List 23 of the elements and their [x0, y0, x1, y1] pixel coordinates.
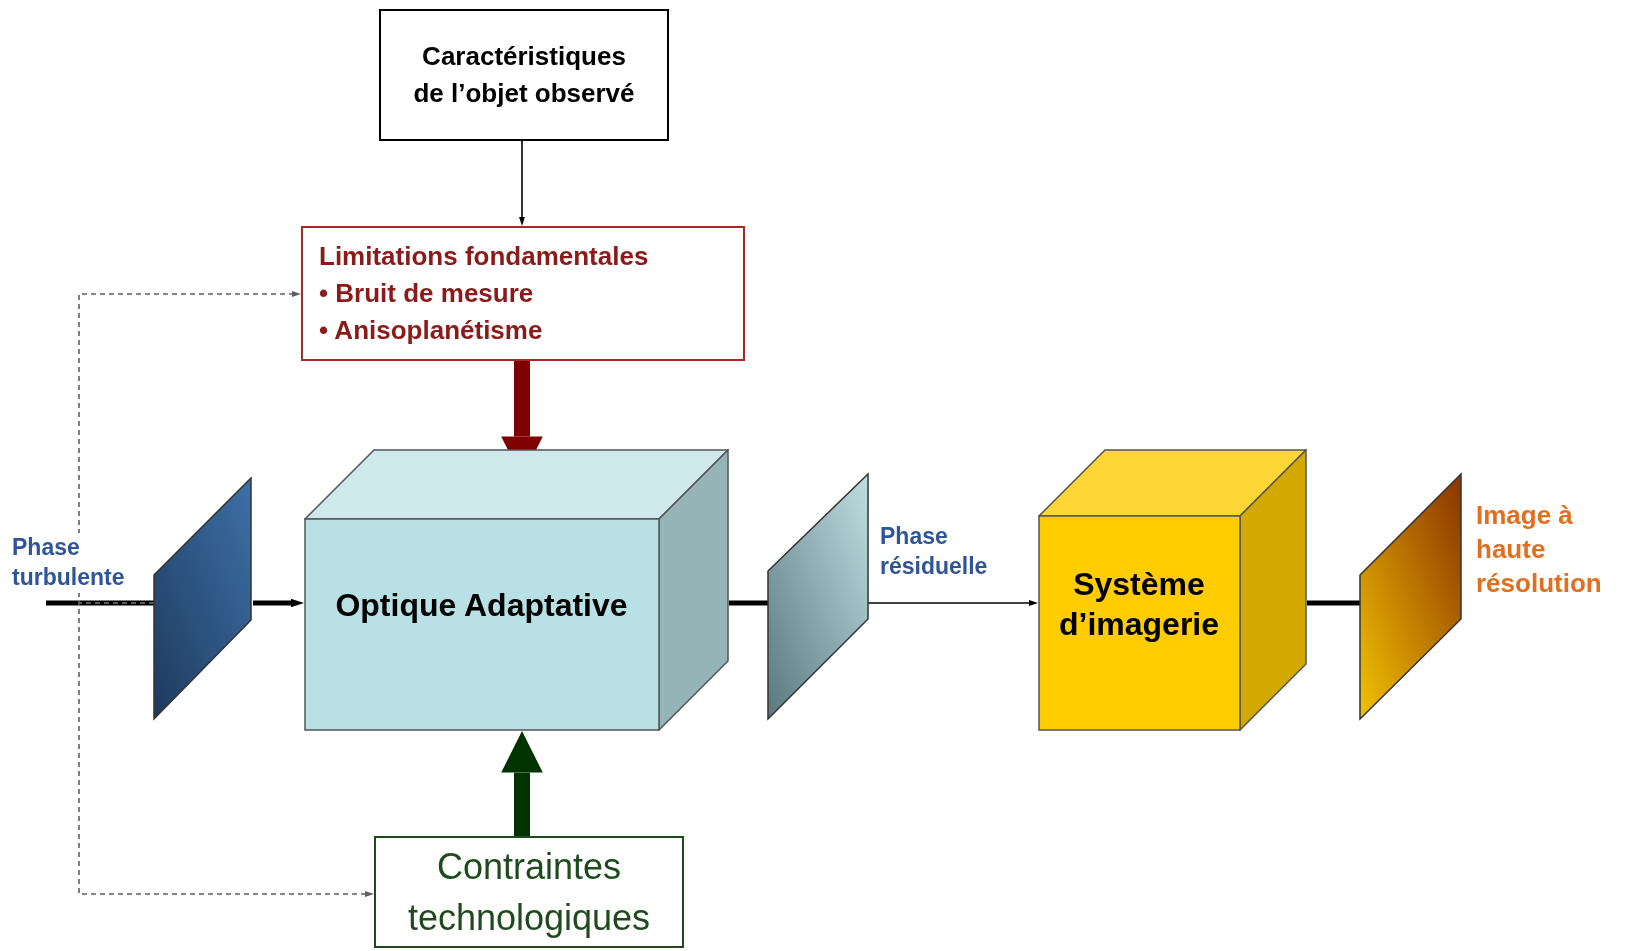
- box-title: Limitations fondamentales: [319, 240, 650, 274]
- arrow: [253, 598, 300, 608]
- plane-shape: [766, 472, 870, 722]
- info-box: [374, 836, 684, 948]
- connector-line: [1307, 600, 1360, 606]
- arrow: [78, 602, 371, 897]
- arrow: [519, 140, 525, 223]
- bullet-item: • Anisoplanétisme: [319, 313, 544, 347]
- info-box: [301, 226, 745, 361]
- connector-line: [729, 600, 768, 606]
- block-label: Optique Adaptative: [334, 586, 629, 625]
- cube-block: [1038, 449, 1307, 731]
- bullet-item: • Bruit de mesure: [319, 277, 535, 311]
- plane-shape: [1358, 472, 1463, 722]
- arrow: [78, 291, 298, 604]
- arrow: [501, 731, 543, 836]
- info-box: [379, 9, 669, 141]
- box-title: Caractéristiques de l’objet observé: [412, 40, 636, 110]
- connector-line: [46, 600, 154, 606]
- plane-shape: [150, 475, 255, 722]
- box-title: Contraintes technologiques: [406, 844, 652, 940]
- cube-block: [304, 449, 729, 731]
- block-label: Système d’imagerie: [1057, 564, 1221, 644]
